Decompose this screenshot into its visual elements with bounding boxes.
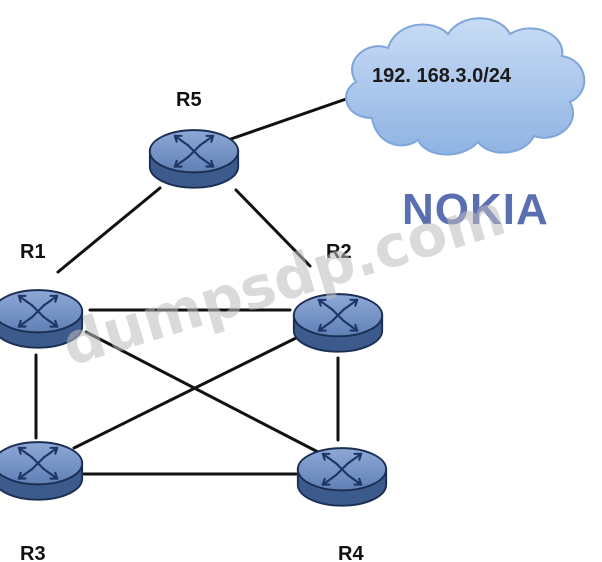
watermark-text: dumpsdp.com [54,180,513,379]
network-address-label: 192. 168.3.0/24 [372,65,512,87]
router-icon [0,441,84,501]
router-icon [296,447,388,507]
router-r4: R4 [296,447,388,562]
router-r1: R1 [0,241,84,349]
router-r5: R5 [148,89,240,189]
link-r5-r1 [56,186,162,274]
router-r2-label: R2 [326,241,352,263]
network-cloud: 192. 168.3.0/24 [345,17,586,156]
router-r2: R2 [292,241,384,353]
links-layer [34,88,374,476]
router-r3-label: R3 [20,543,46,562]
cloud-icon [345,17,586,156]
router-r3: R3 [0,441,84,562]
router-icon [148,129,240,189]
router-r1-label: R1 [20,241,46,263]
link-r5-r2 [234,188,312,268]
nokia-logo: NOKIA [402,185,549,234]
router-r5-label: R5 [176,89,202,111]
link-r2-r3 [72,334,302,450]
router-r4-label: R4 [338,543,364,562]
link-r1-r4 [84,330,320,454]
